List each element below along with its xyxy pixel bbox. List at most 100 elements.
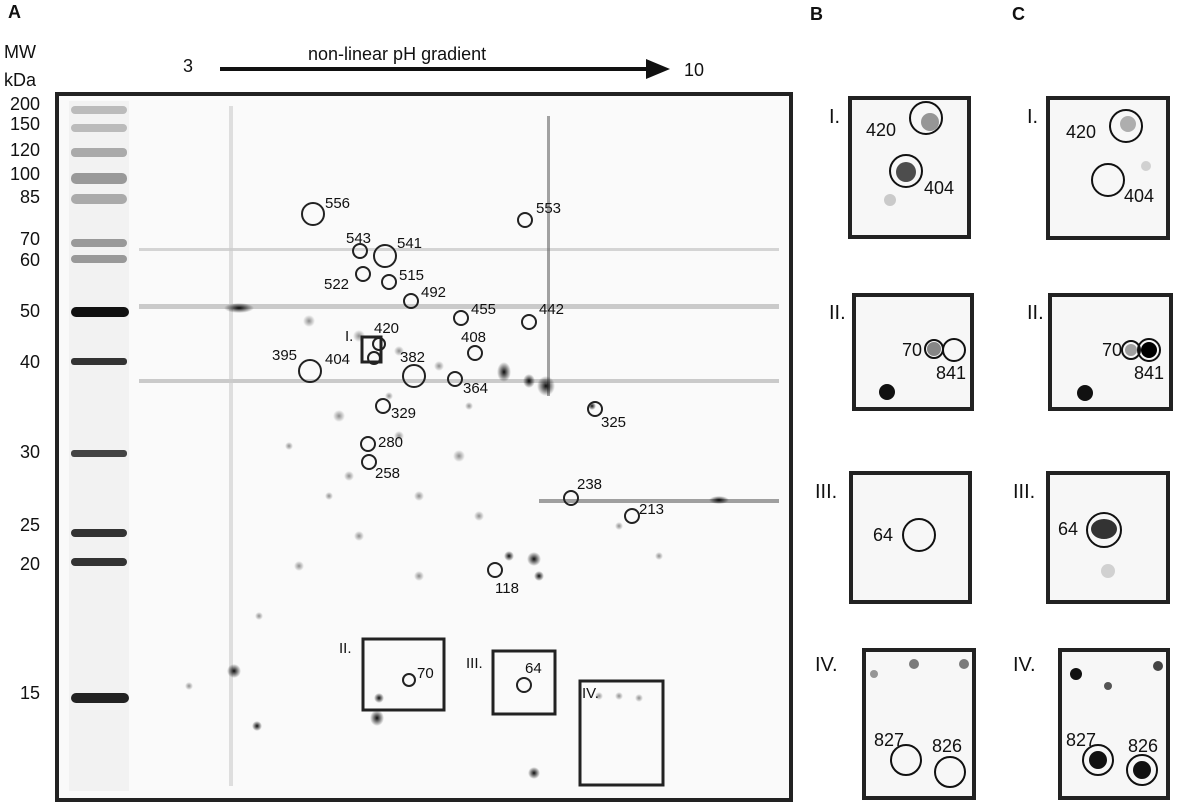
inset-c-iv-svg: [1070, 661, 1163, 786]
inset-c-i-roman: I.: [1027, 106, 1039, 128]
spot-label: 556: [325, 195, 350, 212]
inset-c-iii-svg: [1086, 512, 1122, 578]
region-label-iii: III.: [466, 655, 483, 672]
inset-c-iii-label-64: 64: [1058, 519, 1079, 539]
region-box-i: [360, 335, 383, 364]
inset-b-ii-roman: II.: [829, 302, 846, 324]
gel-image: 556 543 541 553 522 515 492 455 442 420 …: [55, 92, 793, 802]
spot-circle-238: [563, 490, 579, 506]
spot-label: 408: [461, 329, 486, 346]
mw-marker: 150: [9, 114, 40, 134]
inset-b-iv-svg: [870, 659, 969, 788]
mw-marker: 200: [9, 94, 40, 114]
spot-circle-455: [453, 310, 469, 326]
spot-circle-543: [352, 243, 368, 259]
spot-circle-325: [587, 401, 603, 417]
inset-b-i-label-420: 420: [866, 120, 897, 140]
spot-circle-64: [516, 677, 532, 693]
spot-label: 515: [399, 267, 424, 284]
panel-letter-b: B: [810, 4, 823, 24]
spot-circle-556: [301, 202, 325, 226]
spot-label: 442: [539, 301, 564, 318]
region-label-iv: IV.: [582, 685, 599, 702]
spot-circles: [298, 202, 640, 693]
mw-marker: 20: [19, 554, 40, 574]
mw-marker: 120: [9, 140, 40, 160]
inset-c-iv-label-827: 827: [1066, 730, 1097, 750]
region-box-ii: [361, 637, 446, 712]
inset-c-i-svg: [1091, 109, 1151, 197]
spot-circle-515: [381, 274, 397, 290]
spot-label: 522: [324, 276, 349, 293]
inset-b-i-label-404: 404: [924, 178, 955, 198]
spot-label: 118: [495, 580, 519, 597]
mw-marker: 15: [19, 683, 40, 703]
spot-circle-364: [447, 371, 463, 387]
mw-marker: 70: [19, 229, 40, 249]
spot-label: 70: [417, 665, 434, 682]
spot-circle-553: [517, 212, 533, 228]
spot-circle-329: [375, 398, 391, 414]
mw-marker: 85: [19, 187, 40, 207]
spot-circle-382: [402, 364, 426, 388]
mw-marker: 30: [19, 442, 40, 462]
inset-b-ii-label-841: 841: [936, 363, 967, 383]
spot-circle-70: [402, 673, 416, 687]
spot-label: 329: [391, 405, 416, 422]
inset-b-iv-roman: IV.: [815, 654, 838, 676]
inset-c-i: 420 404: [1046, 96, 1170, 240]
inset-b-ii: 70 841: [852, 293, 974, 411]
inset-c-iii: 64: [1046, 471, 1170, 604]
mw-header-kda: kDa: [4, 70, 37, 90]
ph-gradient-arrow: [220, 59, 670, 79]
mw-marker: 50: [19, 301, 40, 321]
spot-label: 325: [601, 414, 626, 431]
spot-label: 492: [421, 284, 446, 301]
spot-label: 64: [525, 660, 542, 677]
inset-b-iv: 827 826: [862, 648, 976, 800]
inset-c-iii-roman: III.: [1013, 481, 1036, 503]
inset-b-ii-svg: [879, 338, 966, 400]
inset-b-i-roman: I.: [829, 106, 841, 128]
spot-circle-541: [373, 244, 397, 268]
spot-circle-280: [360, 436, 376, 452]
region-labels: I. II. III. IV.: [339, 328, 599, 702]
spot-label: 543: [346, 230, 371, 247]
spot-label: 213: [639, 501, 664, 518]
spot-label: 395: [272, 347, 297, 364]
spot-label: 553: [536, 200, 561, 217]
inset-b-iv-label-827: 827: [874, 730, 905, 750]
region-box-iii: [491, 649, 557, 716]
panel-letter-c: C: [1012, 4, 1025, 24]
inset-c-iv: 827 826: [1058, 648, 1170, 800]
inset-b-ii-label-70: 70: [902, 340, 923, 360]
spot-label: 258: [375, 465, 400, 482]
gel-spot-field: [185, 303, 729, 779]
ph-start-label: 3: [183, 56, 194, 76]
mw-marker: 25: [19, 515, 40, 535]
gel-svg: 556 543 541 553 522 515 492 455 442 420 …: [59, 96, 789, 798]
spot-circle-522: [355, 266, 371, 282]
spot-label: 364: [463, 380, 488, 397]
spot-label: 541: [397, 235, 422, 252]
inset-b-i: 420 404: [848, 96, 971, 239]
spot-circle-258: [361, 454, 377, 470]
spot-label: 238: [577, 476, 602, 493]
ph-end-label: 10: [684, 60, 705, 80]
region-label-i: I.: [345, 328, 353, 345]
spot-label: 455: [471, 301, 496, 318]
inset-b-iv-label-826: 826: [932, 736, 963, 756]
spot-labels: 556 543 541 553 522 515 492 455 442 420 …: [272, 195, 664, 682]
mw-header-mw: MW: [4, 42, 36, 62]
spot-circle-492: [403, 293, 419, 309]
inset-b-iii-roman: III.: [815, 481, 838, 503]
inset-c-ii: 70 841: [1048, 293, 1173, 411]
inset-b-iii-label-64: 64: [873, 525, 894, 545]
inset-c-ii-roman: II.: [1027, 302, 1044, 324]
inset-c-i-label-420: 420: [1066, 122, 1097, 142]
spot-label: 280: [378, 434, 403, 451]
panel-letter-a: A: [8, 2, 21, 22]
spot-circle-213: [624, 508, 640, 524]
inset-b-iii: 64: [849, 471, 972, 604]
spot-circle-442: [521, 314, 537, 330]
